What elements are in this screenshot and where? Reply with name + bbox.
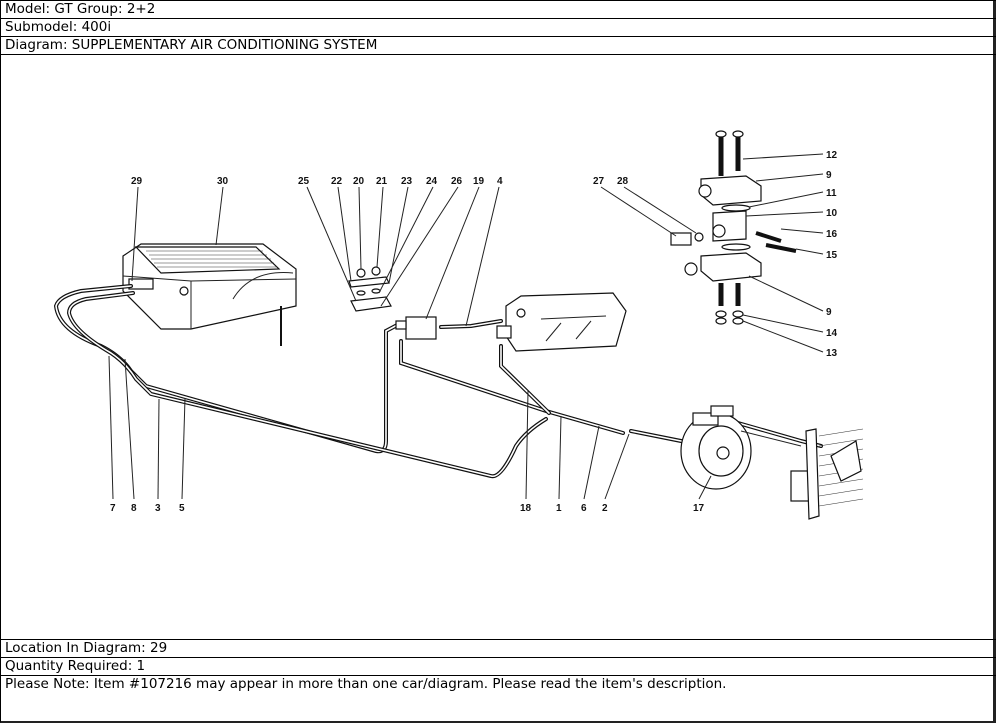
parts-diagram: 29 30 25 22 20 21 23 24 26 19 4 27 28 12… (1, 54, 996, 640)
leader-lines (108, 153, 824, 500)
callout-30[interactable]: 30 (217, 176, 229, 187)
callout-7[interactable]: 7 (110, 503, 116, 514)
callout-24[interactable]: 24 (426, 176, 438, 187)
callout-21[interactable]: 21 (376, 176, 388, 187)
compressor-and-condenser (680, 405, 864, 520)
callout-29[interactable]: 29 (131, 176, 143, 187)
callout-labels-bottom: 7 8 3 5 18 1 6 2 17 (110, 503, 705, 514)
callout-10[interactable]: 10 (826, 208, 838, 219)
callout-28[interactable]: 28 (617, 176, 629, 187)
callout-27[interactable]: 27 (593, 176, 605, 187)
callout-11[interactable]: 11 (826, 188, 837, 199)
callout-9-lower[interactable]: 9 (826, 307, 832, 318)
callout-8[interactable]: 8 (131, 503, 137, 514)
diagram-title-row: Diagram: SUPPLEMENTARY AIR CONDITIONING … (1, 36, 996, 55)
callout-12[interactable]: 12 (826, 150, 838, 161)
callout-9-upper[interactable]: 9 (826, 170, 832, 181)
callout-15[interactable]: 15 (826, 250, 838, 261)
exploded-view-drawing: 29 30 25 22 20 21 23 24 26 19 4 27 28 12… (53, 130, 864, 520)
callout-6[interactable]: 6 (581, 503, 587, 514)
model-row: Model: GT Group: 2+2 (1, 0, 996, 19)
evaporator-unit (122, 243, 297, 346)
callout-13[interactable]: 13 (826, 348, 838, 359)
callout-22[interactable]: 22 (331, 176, 343, 187)
callout-14[interactable]: 14 (826, 328, 838, 339)
callout-20[interactable]: 20 (353, 176, 365, 187)
callout-2[interactable]: 2 (602, 503, 608, 514)
callout-19[interactable]: 19 (473, 176, 485, 187)
submodel-row: Submodel: 400i (1, 18, 996, 37)
refrigerant-pipes (53, 284, 823, 479)
callout-17[interactable]: 17 (693, 503, 705, 514)
callout-labels-top: 29 30 25 22 20 21 23 24 26 19 4 27 28 (131, 176, 629, 187)
callout-1[interactable]: 1 (556, 503, 562, 514)
callout-4[interactable]: 4 (497, 176, 503, 187)
location-in-diagram-row: Location In Diagram: 29 (1, 639, 996, 658)
quantity-required-row: Quantity Required: 1 (1, 657, 996, 676)
callout-26[interactable]: 26 (451, 176, 463, 187)
receiver-unit (496, 292, 627, 352)
expansion-valve-parts (348, 266, 437, 340)
valve-block-assembly (670, 130, 797, 325)
callout-labels-right: 12 9 11 10 16 15 9 14 13 (826, 150, 838, 359)
callout-18[interactable]: 18 (520, 503, 532, 514)
callout-3[interactable]: 3 (155, 503, 161, 514)
callout-25[interactable]: 25 (298, 176, 310, 187)
callout-5[interactable]: 5 (179, 503, 185, 514)
item-note-row: Please Note: Item #107216 may appear in … (1, 675, 996, 723)
callout-16[interactable]: 16 (826, 229, 838, 240)
callout-23[interactable]: 23 (401, 176, 413, 187)
